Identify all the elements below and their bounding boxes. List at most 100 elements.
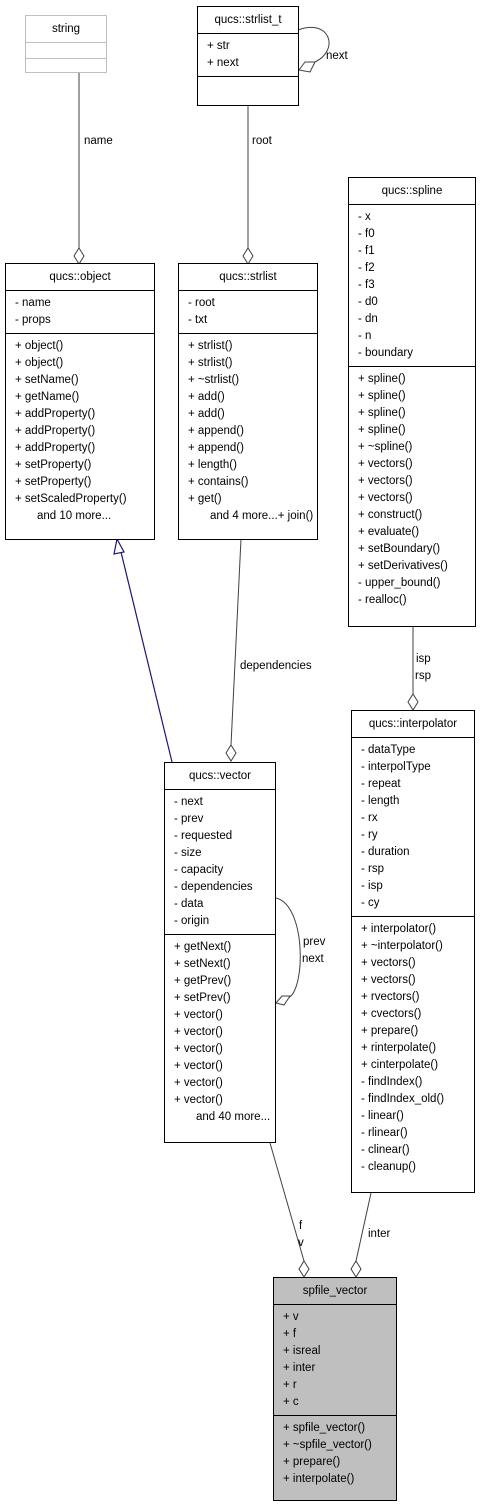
member-row: + c [283, 1396, 299, 1408]
member-row: + strlist() [188, 340, 233, 352]
member-row: - capacity [174, 864, 224, 876]
member-row: + next [207, 57, 239, 69]
member-row: + setProperty() [15, 459, 92, 471]
member-row: + inter [283, 1362, 316, 1374]
member-row: - cy [361, 897, 380, 909]
edge-inter [355, 1192, 372, 1262]
class-node-interpolator[interactable]: qucs::interpolator - dataType- interpolT… [351, 710, 475, 1193]
member-row: + spline() [358, 407, 406, 419]
class-methods: + getNext()+ setNext()+ getPrev()+ setPr… [165, 935, 275, 1130]
member-row: + cinterpolate() [361, 1059, 439, 1071]
member-row: + ~spfile_vector() [283, 1439, 372, 1451]
member-row: + ~spline() [358, 441, 413, 453]
member-row: + setBoundary() [358, 543, 441, 555]
member-row: + setProperty() [15, 476, 92, 488]
member-row: - prev [174, 813, 204, 825]
member-row: - realloc() [358, 594, 407, 606]
member-row: - name [15, 297, 51, 309]
class-attrs: - dataType- interpolType- repeat- length… [352, 738, 474, 917]
member-row: - rx [361, 812, 378, 824]
class-attrs: - x- f0- f1- f2- f3- d0- dn- n- boundary [349, 205, 475, 367]
member-row: + spfile_vector() [283, 1422, 366, 1434]
member-row: - clinear() [361, 1144, 410, 1156]
member-row: - length [361, 795, 400, 807]
aggregation-diamond-dependencies [225, 744, 237, 762]
class-title: qucs::vector [165, 763, 275, 790]
member-row: + addProperty() [15, 408, 96, 420]
class-methods: + spfile_vector() + ~spfile_vector() + pre… [274, 1416, 396, 1492]
member-row: + ~strlist() [188, 374, 240, 386]
member-row: - interpolType [361, 761, 431, 773]
class-methods [198, 77, 298, 109]
class-title: qucs::spline [349, 178, 475, 205]
class-node-strlist-t[interactable]: qucs::strlist_t + str+ next [197, 6, 299, 106]
class-node-vector[interactable]: qucs::vector - next- prev- requested- si… [164, 762, 276, 1143]
member-row: - cleanup() [361, 1161, 416, 1173]
member-row: - origin [174, 915, 210, 927]
member-row: + setDerivatives() [358, 560, 448, 572]
class-attrs: - name - props [6, 291, 154, 334]
member-row: - duration [361, 846, 410, 858]
edge-self-next [297, 27, 330, 63]
member-row: + addProperty() [15, 442, 96, 454]
edge-label-prev: prev [303, 936, 326, 948]
class-node-object[interactable]: qucs::object - name- props + object()+ o… [5, 263, 155, 540]
class-methods-empty [26, 59, 106, 73]
member-row: + spline() [358, 390, 406, 402]
member-row: + addProperty() [15, 425, 96, 437]
class-title: qucs::strlist [179, 264, 317, 291]
member-row: - findIndex_old() [361, 1093, 445, 1105]
edge-label-inter: inter [368, 1228, 391, 1240]
member-row: - dataType [361, 744, 416, 756]
member-row: - props [15, 314, 51, 326]
class-node-spline[interactable]: qucs::spline - x- f0- f1- f2- f3- d0- dn… [348, 177, 476, 627]
member-row: - upper_bound() [358, 577, 441, 589]
member-row: + interpolate() [283, 1473, 355, 1485]
member-row: - d0 [358, 296, 378, 308]
member-row: + vectors() [361, 957, 416, 969]
edge-label-f: f [299, 1220, 303, 1232]
class-node-string[interactable]: string [25, 15, 107, 73]
edge-label-name: name [84, 135, 113, 147]
member-row: + vector() [174, 1043, 223, 1055]
edge-label-v: v [298, 1237, 304, 1249]
edge-f-v [269, 1142, 305, 1262]
edge-generalization [120, 551, 173, 763]
member-row: + prepare() [283, 1456, 341, 1468]
class-methods: + spline()+ spline()+ spline()+ spline()… [349, 367, 475, 613]
member-row: - data [174, 898, 204, 910]
member-row: - size [174, 847, 202, 859]
member-row: + vectors() [358, 475, 413, 487]
aggregation-diamond-isp-rsp [407, 693, 419, 711]
member-row: + vectors() [358, 458, 413, 470]
member-row: - root [188, 297, 215, 309]
member-row: + vector() [174, 1009, 223, 1021]
member-row: + vector() [174, 1026, 223, 1038]
member-row: + evaluate() [358, 526, 420, 538]
class-attrs: + str+ next [198, 34, 298, 77]
member-row: + append() [188, 442, 244, 454]
member-row: - boundary [358, 347, 413, 359]
member-row: - ry [361, 829, 378, 841]
class-attrs: + v+ f+ isreal+ inter+ r+ c [274, 1305, 396, 1416]
member-row: - f3 [358, 279, 375, 291]
edge-dependencies [230, 538, 242, 746]
member-row: + object() [15, 340, 64, 352]
edge-label-dependencies: dependencies [240, 660, 312, 672]
aggregation-diamond-self-next [298, 61, 316, 73]
member-row: + v [283, 1311, 299, 1323]
member-row: + length() [188, 459, 237, 471]
member-row: - rlinear() [361, 1127, 408, 1139]
member-row: + append() [188, 425, 244, 437]
edge-label-next-vector: next [302, 953, 324, 965]
member-row: + spline() [358, 373, 406, 385]
edge-label-next: next [326, 50, 348, 62]
member-row: - f1 [358, 245, 375, 257]
class-attrs-empty [26, 43, 106, 59]
member-row: + cvectors() [361, 1008, 422, 1020]
class-methods: + strlist()+ strlist()+ ~strlist()+ add(… [179, 334, 317, 529]
member-row: + object() [15, 357, 64, 369]
member-row: + getNext() [174, 941, 232, 953]
class-node-strlist[interactable]: qucs::strlist - root- txt + strlist()+ s… [178, 263, 318, 540]
class-node-spfile-vector[interactable]: spfile_vector + v+ f+ isreal+ inter+ r+ … [273, 1277, 397, 1501]
